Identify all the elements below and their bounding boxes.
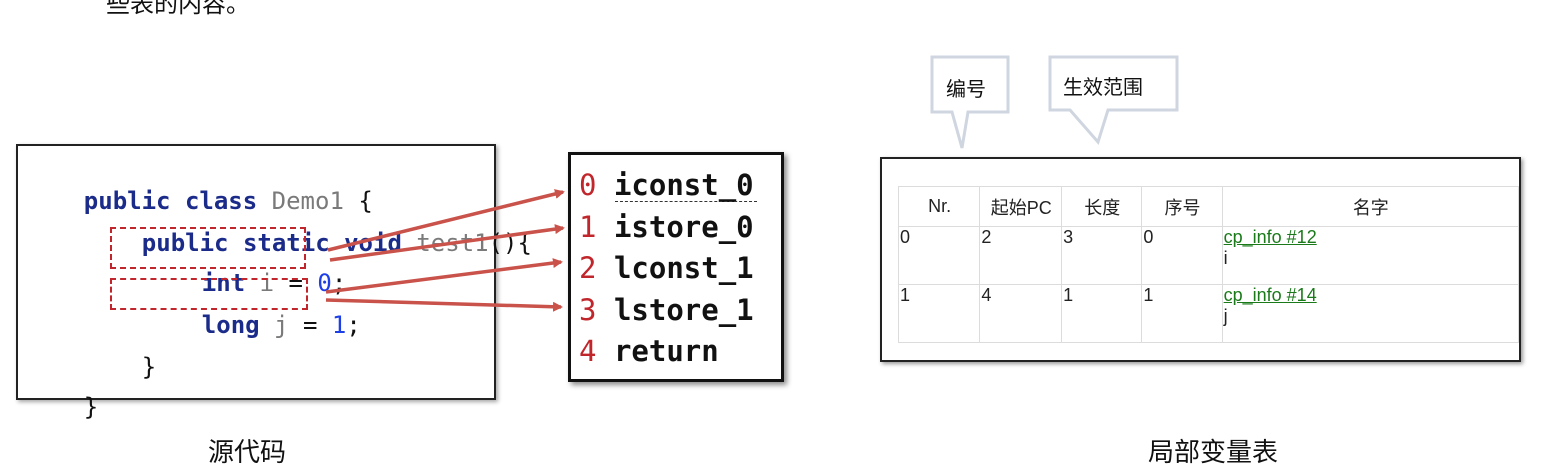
dashed-underline [615,201,757,202]
caption-local-variable-table: 局部变量表 [1148,438,1279,468]
local-variable-table-panel: Nr. 起始PC 长度 序号 名字 0 2 3 0 cp_info #12 i … [880,157,1521,362]
bytecode-op: lconst_1 [613,251,754,285]
keyword: static [242,229,330,257]
bytecode-op: istore_0 [613,210,754,244]
cell-name: cp_info #12 i [1221,226,1519,285]
bytecode-op: iconst_0 [613,168,754,202]
bytecode-line: 0 iconst_0 [579,168,754,202]
column-header-index[interactable]: 序号 [1141,186,1223,227]
code-line-long: long j = 1; [144,280,361,370]
cell-start-pc: 2 [979,226,1063,285]
bytecode-index: 0 [579,168,597,202]
bytecode-line: 4 return [579,334,719,368]
cell-length: 3 [1061,226,1143,285]
bytecode-panel: 0 iconst_0 1 istore_0 2 lconst_1 3 lstor… [568,152,784,382]
brace: } [141,353,157,381]
code-line-class: public class Demo1 { [26,156,373,246]
cell-nr: 0 [897,226,981,285]
cell-name: cp_info #14 j [1221,284,1519,343]
brace: } [83,393,99,421]
bytecode-index: 4 [579,334,597,368]
bytecode-index: 1 [579,210,597,244]
keyword: public [141,229,229,257]
highlight-long-statement [110,278,308,310]
brace: { [358,187,373,215]
keyword: long [201,311,260,339]
cell-start-pc: 4 [979,284,1063,343]
cp-info-link[interactable]: cp_info #14 [1223,285,1317,305]
semicolon: ; [346,311,361,339]
variable-name: j [274,311,289,339]
arrow-int-to-istore [329,224,565,262]
mapping-arrows [325,55,1291,312]
code-line-method-close: } [84,322,156,412]
top-text-fragment: 些表的内容。 [106,0,250,18]
callout-bubble-number [930,55,1010,149]
bytecode-line: 3 lstore_1 [579,293,754,327]
table-row[interactable]: 0 2 3 0 cp_info #12 i [897,226,1519,285]
column-header-length[interactable]: 长度 [1061,186,1143,227]
column-header-name[interactable]: 名字 [1221,186,1519,227]
column-header-start-pc[interactable]: 起始PC [979,186,1063,227]
bytecode-op: return [613,334,719,368]
callout-scope-label: 生效范围 [1063,75,1143,99]
table-row[interactable]: 1 4 1 1 cp_info #14 j [897,284,1519,343]
cell-length: 1 [1061,284,1143,343]
cell-index: 1 [1141,284,1223,343]
cp-info-link[interactable]: cp_info #12 [1223,227,1317,247]
bytecode-op: lstore_1 [613,293,754,327]
variable-name: i [259,269,275,297]
bytecode-index: 2 [579,251,597,285]
callout-bubble-scope [1048,55,1179,146]
cell-nr: 1 [897,284,981,343]
bytecode-line: 2 lconst_1 [579,251,754,285]
arrow-long-to-lconst [325,258,563,294]
table-header-row: Nr. 起始PC 长度 序号 名字 [897,186,1519,227]
equals: = [288,269,303,297]
arrow-long-to-lstore [325,298,563,312]
cell-index: 0 [1141,226,1223,285]
number-literal: 1 [331,311,347,339]
highlight-int-statement [110,227,306,269]
bytecode-index: 3 [579,293,597,327]
keyword: class [184,187,258,215]
variable-name: i [1223,248,1228,268]
callout-number-label: 编号 [946,77,986,101]
local-variable-table: Nr. 起始PC 长度 序号 名字 0 2 3 0 cp_info #12 i … [897,186,1519,343]
bytecode-line: 1 istore_0 [579,210,754,244]
variable-name: j [1223,306,1228,326]
column-header-nr[interactable]: Nr. [897,186,981,227]
keyword: public [83,187,171,215]
equals: = [302,311,318,339]
arrow-int-to-iconst [327,189,565,252]
caption-source-code: 源代码 [208,438,287,468]
class-name: Demo1 [271,187,344,215]
code-line-class-close: } [26,362,98,452]
keyword: int [201,269,246,297]
